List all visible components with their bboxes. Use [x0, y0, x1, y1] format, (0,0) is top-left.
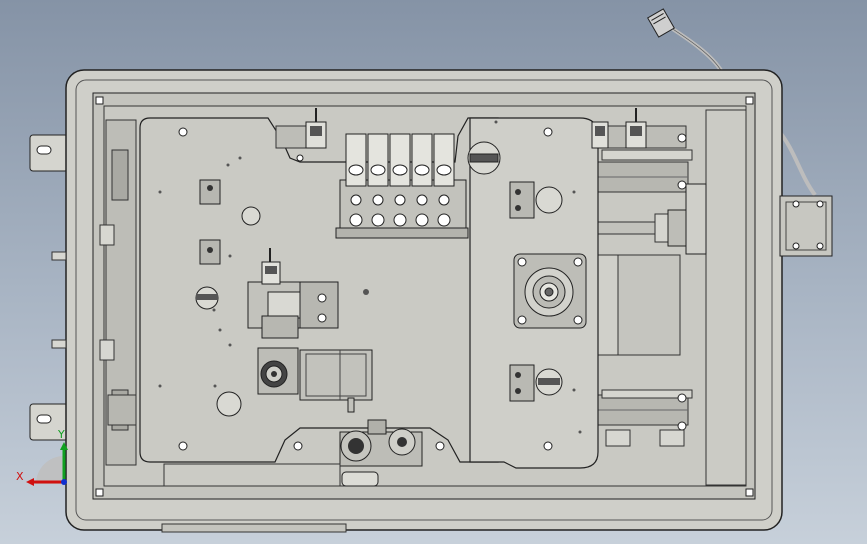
y-axis-label: Y [57, 428, 65, 441]
right-bottom-sensors [605, 133, 687, 447]
cable-connector [647, 8, 675, 38]
bracket-right-bottom [509, 364, 563, 402]
plate-small-holes [158, 120, 582, 434]
left-plate-brackets [195, 179, 261, 417]
sensor-top-mid [591, 121, 609, 149]
pneumatic-cylinder [247, 248, 339, 339]
timing-pulley [257, 347, 299, 395]
lower-slide-block [597, 254, 619, 356]
sensor-top-right [625, 108, 647, 149]
bottom-cover-plate [161, 523, 347, 533]
lead-screw [597, 183, 707, 255]
axis-triad: X Y [16, 428, 68, 486]
bracket-right-top [509, 181, 563, 219]
frame-inner-border [75, 79, 773, 521]
rotary-actuator [163, 419, 423, 487]
oval-cutout-top [467, 141, 501, 175]
linear-rail-top [595, 149, 693, 193]
sensor-top-left [305, 108, 327, 149]
right-frame-post [705, 109, 747, 486]
plate-mounting-holes [178, 127, 553, 451]
right-stepper-motor [779, 195, 833, 257]
bearing-housing [513, 253, 587, 329]
rail-bracket-left-top [107, 394, 137, 426]
bottom-stepper-motor [299, 349, 373, 413]
solenoid-valve-bank [335, 133, 469, 239]
linear-rail-bottom [595, 389, 693, 426]
mounting-ear-top [29, 134, 69, 172]
x-axis-label: X [16, 470, 24, 483]
frame-screws [95, 96, 754, 497]
